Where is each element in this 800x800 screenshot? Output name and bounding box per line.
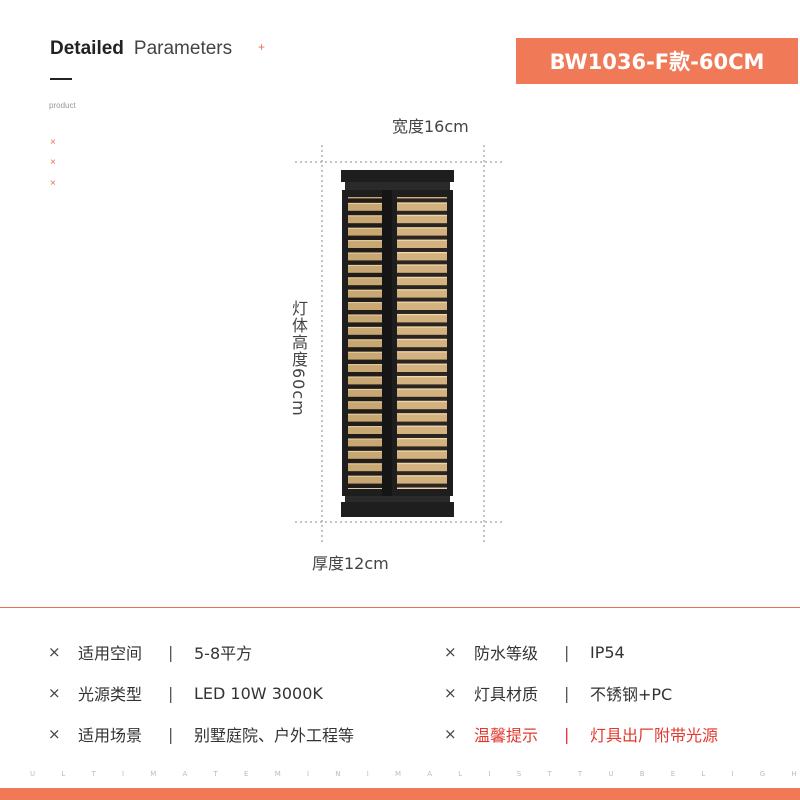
lamp-right-face [397, 197, 447, 489]
spec-label: 适用场景 [78, 726, 143, 745]
cross-icon: × [50, 157, 56, 168]
footer-tagline: U L T I M A T E M I N I M A L I S T T U … [30, 770, 800, 778]
spec-item: × 适用场景 | 别墅庭院、户外工程等 [48, 722, 354, 746]
spec-item-hint: × 温馨提示 | 灯具出厂附带光源 [444, 722, 718, 746]
spec-separator: | [564, 683, 570, 703]
lamp-left-face [348, 197, 382, 489]
spec-label: 防水等级 [474, 644, 539, 663]
cross-icon: × [50, 137, 56, 148]
spec-item: × 防水等级 | IP54 [444, 640, 625, 664]
spec-value: 别墅庭院、户外工程等 [194, 726, 355, 745]
cross-icon: × [48, 684, 61, 702]
cross-icon: × [48, 725, 61, 743]
lamp-top-cap [341, 170, 454, 182]
plus-icon: + [258, 40, 266, 54]
spec-value: 灯具出厂附带光源 [590, 726, 719, 745]
spec-label: 适用空间 [78, 644, 143, 663]
spec-separator: | [564, 642, 570, 662]
spec-separator: | [564, 724, 570, 744]
title-underline [50, 78, 72, 80]
spec-item: × 灯具材质 | 不锈钢+PC [444, 681, 672, 705]
title-light: Parameters [133, 38, 233, 59]
guide-lines [295, 145, 505, 545]
spec-separator: | [168, 642, 174, 662]
spec-label: 灯具材质 [474, 685, 539, 704]
spec-item: × 适用空间 | 5-8平方 [48, 640, 252, 664]
spec-value: LED 10W 3000K [194, 683, 323, 703]
subtitle: product [49, 101, 76, 110]
depth-label: 厚度12cm [312, 554, 389, 573]
cross-icon: × [444, 684, 457, 702]
bottom-accent-bar [0, 788, 800, 800]
spec-item: × 光源类型 | LED 10W 3000K [48, 681, 323, 705]
page-title: Detailed Parameters [50, 38, 232, 60]
section-divider [0, 607, 800, 608]
cross-icon: × [444, 725, 457, 743]
cross-icon: × [444, 643, 457, 661]
spec-separator: | [168, 683, 174, 703]
cross-icon: × [48, 643, 61, 661]
spec-label: 光源类型 [78, 685, 143, 704]
height-label: 灯体高度60cm [289, 300, 308, 417]
model-badge: BW1036-F款-60CM [516, 38, 798, 84]
spec-value: IP54 [590, 642, 625, 662]
spec-value: 不锈钢+PC [590, 685, 673, 704]
spec-label: 温馨提示 [474, 726, 539, 745]
width-label: 宽度16cm [392, 117, 469, 136]
spec-separator: | [168, 724, 174, 744]
lamp-base [341, 502, 454, 517]
cross-icon: × [50, 178, 56, 189]
spec-value: 5-8平方 [194, 644, 253, 663]
title-bold: Detailed [50, 38, 124, 59]
